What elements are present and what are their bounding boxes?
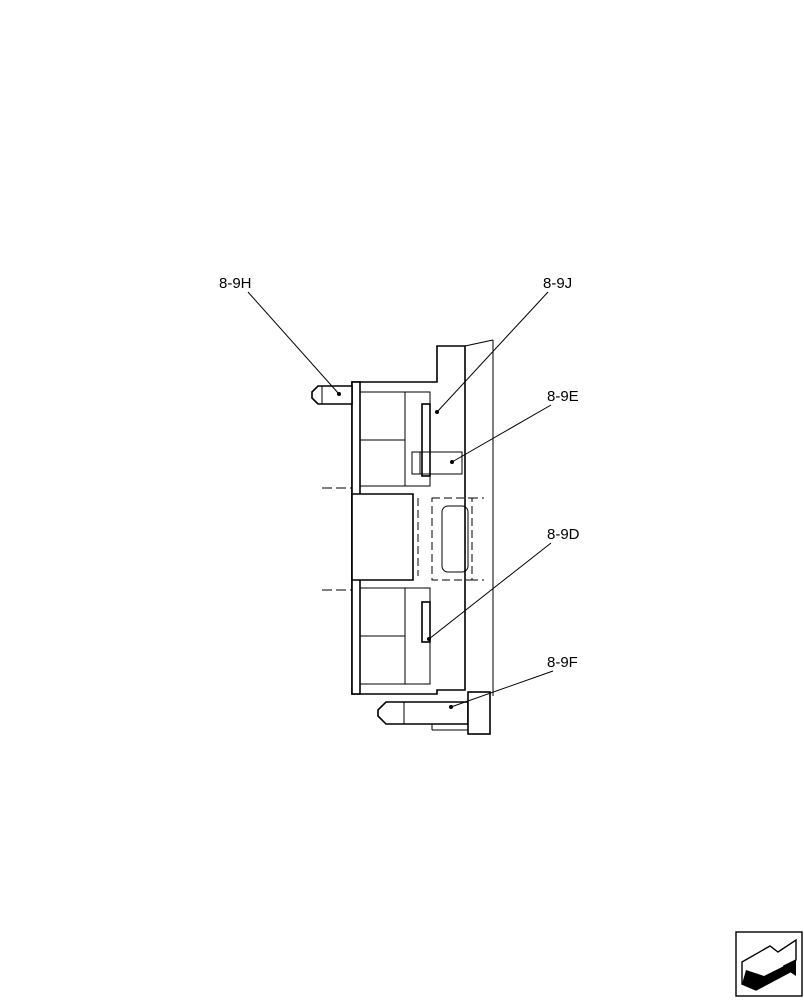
shaft <box>322 487 484 591</box>
callout-8-9d: 8-9D <box>427 526 580 641</box>
label-8-9f: 8-9F <box>547 654 578 671</box>
callout-8-9j: 8-9J <box>435 275 572 414</box>
label-8-9j: 8-9J <box>543 275 572 292</box>
label-8-9h: 8-9H <box>219 275 252 292</box>
label-8-9d: 8-9D <box>547 526 580 543</box>
label-8-9e: 8-9E <box>547 388 579 405</box>
bolt-bottom <box>377 691 491 735</box>
seal-top <box>421 403 431 477</box>
next-page-arrow-icon[interactable] <box>735 931 803 997</box>
callout-8-9h: 8-9H <box>219 275 341 396</box>
pin-top <box>311 385 353 405</box>
callout-8-9e: 8-9E <box>450 388 579 464</box>
seal-bottom <box>421 601 431 643</box>
callout-8-9f: 8-9F <box>449 654 578 709</box>
